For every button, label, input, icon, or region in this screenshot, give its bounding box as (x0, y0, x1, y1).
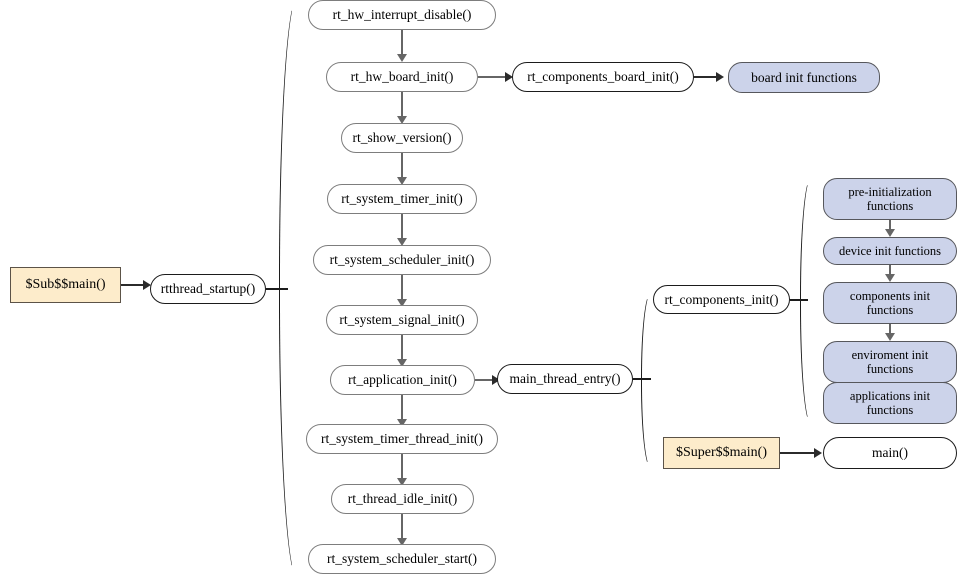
edge-componentsboardinit-to-boardinitfns (694, 76, 719, 78)
arrowhead-3-4 (397, 177, 407, 185)
node-rt-system-scheduler-init: rt_system_scheduler_init() (313, 245, 491, 275)
edge-init-3-4 (889, 324, 891, 337)
node-label: rt_application_init() (348, 372, 457, 388)
edge-6-7 (401, 335, 403, 361)
edge-8-9 (401, 454, 403, 480)
node-label: board init functions (751, 69, 857, 85)
edge-supermain-to-main (780, 452, 817, 454)
arrowhead-9-10 (397, 538, 407, 546)
arrowhead-5-6 (397, 299, 407, 307)
node-device-init-functions: device init functions (823, 237, 957, 265)
brace-stem-main-thread-entry (633, 378, 651, 380)
arrowhead-boardinitfns (716, 72, 724, 82)
node-label: components init functions (849, 289, 931, 317)
node-rt-application-init: rt_application_init() (330, 365, 475, 395)
node-board-init-functions: board init functions (728, 62, 880, 93)
edge-4-5 (401, 214, 403, 240)
node-label: rt_system_timer_init() (341, 191, 463, 207)
node-main-thread-entry: main_thread_entry() (497, 364, 633, 394)
node-enviroment-init-functions: enviroment init functions (823, 341, 957, 383)
node-sub-main: $Sub$$main() (10, 267, 121, 303)
edge-init-2-3 (889, 265, 891, 278)
node-rt-components-board-init: rt_components_board_init() (512, 62, 694, 92)
node-label: rt_system_scheduler_init() (329, 252, 475, 268)
node-rt-system-scheduler-start: rt_system_scheduler_start() (308, 544, 496, 574)
node-label: main() (872, 445, 908, 461)
node-label: main_thread_entry() (509, 371, 621, 387)
edge-submain-to-startup (121, 284, 146, 286)
edge-1-2 (401, 30, 403, 56)
node-label: device init functions (838, 244, 942, 258)
edge-7-8 (401, 395, 403, 421)
node-label: rt_components_board_init() (527, 69, 679, 85)
arrowhead-submain-to-startup (143, 280, 151, 290)
node-rt-system-timer-init: rt_system_timer_init() (327, 184, 477, 214)
arrowhead-supermain-to-main (814, 448, 822, 458)
node-label: rt_hw_interrupt_disable() (332, 7, 472, 23)
node-label: enviroment init functions (851, 348, 929, 376)
node-rt-show-version: rt_show_version() (341, 123, 463, 153)
node-super-main: $Super$$main() (663, 437, 780, 469)
edge-2-3 (401, 92, 403, 118)
brace-stem-startup (266, 288, 288, 290)
node-label: rt_hw_board_init() (350, 69, 454, 85)
brace-stem-components-init (790, 299, 808, 301)
arrowhead-boardinit-branch (505, 72, 513, 82)
node-label: applications init functions (849, 389, 931, 417)
arrowhead-1-2 (397, 54, 407, 62)
edge-appinit-to-mainthreadentry (475, 379, 495, 381)
edge-5-6 (401, 275, 403, 301)
edge-9-10 (401, 514, 403, 540)
node-rt-thread-idle-init: rt_thread_idle_init() (331, 484, 474, 514)
node-label: rtthread_startup() (160, 281, 256, 297)
node-applications-init-functions: applications init functions (823, 382, 957, 424)
brace-init-functions (800, 178, 818, 424)
node-rtthread-startup: rtthread_startup() (150, 274, 266, 304)
edge-boardinit-to-componentsboardinit (478, 76, 507, 78)
node-rt-system-signal-init: rt_system_signal_init() (326, 305, 478, 335)
node-rt-system-timer-thread-init: rt_system_timer_thread_init() (306, 424, 498, 454)
arrowhead-6-7 (397, 359, 407, 367)
node-label: $Super$$main() (676, 445, 767, 461)
arrowhead-appinit-branch (492, 375, 500, 385)
node-label: rt_system_signal_init() (339, 312, 465, 328)
arrowhead-init-1-2 (885, 229, 895, 237)
node-label: $Sub$$main() (25, 277, 106, 293)
node-components-init-functions: components init functions (823, 282, 957, 324)
arrowhead-4-5 (397, 238, 407, 246)
arrowhead-2-3 (397, 116, 407, 124)
edge-init-1-2 (889, 220, 891, 233)
arrowhead-init-2-3 (885, 274, 895, 282)
node-label: rt_system_scheduler_start() (327, 551, 477, 567)
arrowhead-init-3-4 (885, 333, 895, 341)
node-rt-hw-board-init: rt_hw_board_init() (326, 62, 478, 92)
arrowhead-8-9 (397, 478, 407, 486)
edge-3-4 (401, 153, 403, 179)
node-label: pre-initialization functions (848, 185, 932, 213)
node-pre-initialization-functions: pre-initialization functions (823, 178, 957, 220)
node-rt-hw-interrupt-disable: rt_hw_interrupt_disable() (308, 0, 496, 30)
brace-main-thread-entry (641, 293, 657, 468)
node-label: rt_system_timer_thread_init() (321, 431, 483, 447)
node-label: rt_components_init() (664, 291, 779, 307)
node-main: main() (823, 437, 957, 469)
node-label: rt_show_version() (352, 130, 452, 146)
node-rt-components-init: rt_components_init() (653, 285, 790, 314)
node-label: rt_thread_idle_init() (347, 491, 458, 507)
arrowhead-7-8 (397, 419, 407, 427)
